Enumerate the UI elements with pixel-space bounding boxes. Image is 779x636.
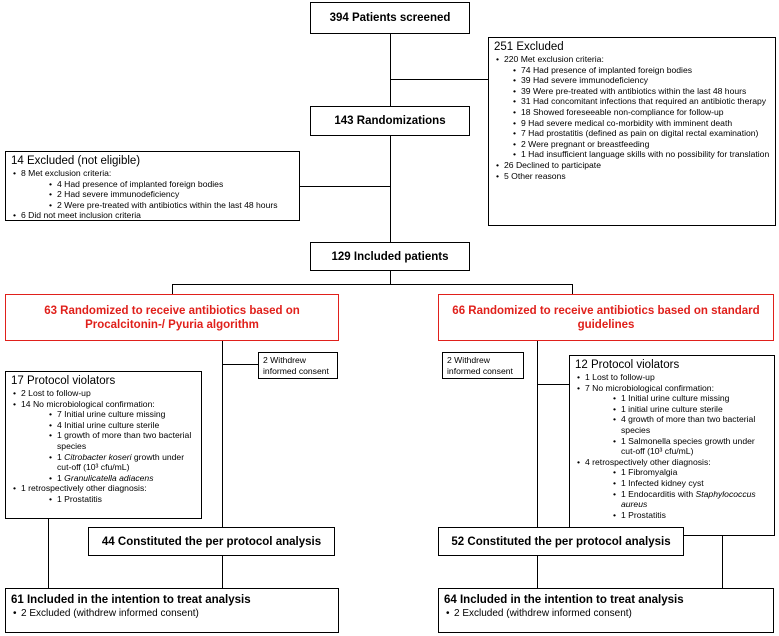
- list-item: 1 Had insufficient language skills with …: [494, 149, 770, 160]
- connector-included-split: [390, 271, 391, 284]
- list-item: 4 Initial urine culture sterile: [11, 420, 196, 431]
- excluded-right-box: 251 Excluded 220 Met exclusion criteria:…: [488, 37, 776, 226]
- connector-to-withdrew-left: [222, 364, 258, 365]
- list-item: 39 Were pre-treated with antibiotics wit…: [494, 86, 770, 97]
- list-item: 14 No microbiological confirmation:: [11, 399, 196, 410]
- connector-arm-right-pp: [537, 341, 538, 527]
- list-item: 7 Had prostatitis (defined as pain on di…: [494, 128, 770, 139]
- list-item: 1 Citrobacter koseri growth under cut-of…: [11, 452, 196, 473]
- list-item: 8 Met exclusion criteria:: [11, 168, 294, 179]
- species-name: Granulicatella adiacens: [64, 472, 154, 483]
- list-item: 39 Had severe immunodeficiency: [494, 75, 770, 86]
- connector-to-arm-left: [172, 284, 173, 294]
- connector-violators-right-itt: [722, 536, 723, 588]
- list-item: 1 Fibromyalgia: [575, 467, 769, 478]
- withdrew-left-label: 2 Withdrew informed consent: [263, 355, 329, 376]
- connector-violators-left-itt: [48, 519, 49, 588]
- list-item: 1 retrospectively other diagnosis:: [11, 483, 196, 494]
- species-name: Citrobacter koseri: [64, 451, 132, 462]
- connector-to-arm-right: [572, 284, 573, 294]
- species-prefix: 1: [57, 472, 65, 483]
- list-item: 4 retrospectively other diagnosis:: [575, 457, 769, 468]
- violators-left-box: 17 Protocol violators 2 Lost to follow-u…: [5, 371, 202, 519]
- included-box: 129 Included patients: [310, 242, 470, 271]
- violators-right-title: 12 Protocol violators: [575, 359, 680, 371]
- list-item: 2 Were pregnant or breastfeeding: [494, 139, 770, 150]
- excluded-left-box: 14 Excluded (not eligible) 8 Met exclusi…: [5, 151, 300, 221]
- list-item: 4 growth of more than two bacterial spec…: [575, 414, 769, 435]
- list-item: 220 Met exclusion criteria:: [494, 54, 770, 65]
- list-item: 7 Initial urine culture missing: [11, 409, 196, 420]
- itt-left-title: 61 Included in the intention to treat an…: [11, 594, 251, 606]
- violators-left-title: 17 Protocol violators: [11, 375, 116, 387]
- withdrew-left-box: 2 Withdrew informed consent: [258, 352, 338, 379]
- species-suffix: growth under cut-off (10³ cfu/mL): [57, 451, 185, 473]
- arm-left-box: 63 Randomized to receive antibiotics bas…: [5, 294, 339, 341]
- list-item: 1 Salmonella species growth under cut-of…: [575, 436, 769, 457]
- arm-right-label: 66 Randomized to receive antibiotics bas…: [452, 304, 760, 331]
- list-item: 74 Had presence of implanted foreign bod…: [494, 65, 770, 76]
- list-item: 1 initial urine culture sterile: [575, 404, 769, 415]
- itt-right-title: 64 Included in the intention to treat an…: [444, 594, 684, 606]
- list-item: 5 Other reasons: [494, 171, 770, 182]
- itt-right-list: 2 Excluded (withdrew informed consent): [444, 607, 768, 620]
- itt-left-box: 61 Included in the intention to treat an…: [5, 588, 339, 633]
- included-label: 129 Included patients: [331, 250, 449, 263]
- itt-left-list: 2 Excluded (withdrew informed consent): [11, 607, 333, 620]
- arm-left-label: 63 Randomized to receive antibiotics bas…: [44, 304, 300, 331]
- list-item: 2 Excluded (withdrew informed consent): [11, 607, 333, 620]
- connector-pp-left-itt: [222, 556, 223, 588]
- connector-randomizations-included: [390, 136, 391, 242]
- excluded-left-list: 8 Met exclusion criteria: 4 Had presence…: [11, 168, 294, 221]
- connector-arm-left-pp: [222, 341, 223, 527]
- list-item: 1 Prostatitis: [575, 510, 769, 521]
- violators-right-box: 12 Protocol violators 1 Lost to follow-u…: [569, 355, 775, 536]
- randomizations-box: 143 Randomizations: [310, 106, 470, 136]
- screened-box: 394 Patients screened: [310, 2, 470, 34]
- list-item: 4 Had presence of implanted foreign bodi…: [11, 179, 294, 190]
- excluded-left-title: 14 Excluded (not eligible): [11, 155, 141, 167]
- connector-to-excluded-left: [300, 186, 390, 187]
- list-item: 2 Lost to follow-up: [11, 388, 196, 399]
- randomizations-label: 143 Randomizations: [334, 115, 446, 127]
- list-item: 18 Showed foreseeable non-compliance for…: [494, 107, 770, 118]
- excluded-right-title: 251 Excluded: [494, 41, 564, 53]
- list-item: 1 Initial urine culture missing: [575, 393, 769, 404]
- arm-right-box: 66 Randomized to receive antibiotics bas…: [438, 294, 774, 341]
- pp-left-box: 44 Constituted the per protocol analysis: [88, 527, 335, 556]
- connector-screened-randomizations: [390, 34, 391, 106]
- connector-pp-right-itt: [537, 556, 538, 588]
- connector-to-excluded-right: [390, 79, 488, 80]
- violators-left-list: 2 Lost to follow-up 14 No microbiologica…: [11, 388, 196, 505]
- itt-right-box: 64 Included in the intention to treat an…: [438, 588, 774, 633]
- list-item: 26 Declined to participate: [494, 160, 770, 171]
- pp-right-label: 52 Constituted the per protocol analysis: [451, 535, 671, 548]
- pp-left-label: 44 Constituted the per protocol analysis: [101, 535, 322, 548]
- withdrew-right-label: 2 Withdrew informed consent: [447, 355, 513, 376]
- list-item: 7 No microbiological confirmation:: [575, 383, 769, 394]
- pp-right-box: 52 Constituted the per protocol analysis: [438, 527, 684, 556]
- list-item: 2 Were pre-treated with antibiotics with…: [11, 200, 294, 211]
- connector-split-horizontal: [172, 284, 572, 285]
- screened-label: 394 Patients screened: [329, 12, 451, 24]
- list-item: 1 Granulicatella adiacens: [11, 473, 196, 484]
- excluded-right-list: 220 Met exclusion criteria: 74 Had prese…: [494, 54, 770, 181]
- list-item: 31 Had concomitant infections that requi…: [494, 96, 770, 107]
- species-prefix: 1: [57, 451, 65, 462]
- connector-to-violators-right: [537, 384, 569, 385]
- list-item: 1 Prostatitis: [11, 494, 196, 505]
- list-item: 9 Had severe medical co-morbidity with i…: [494, 118, 770, 129]
- species-name: Staphylococcus aureus: [621, 488, 756, 510]
- species-prefix: 1 Endocarditis with: [621, 488, 696, 499]
- list-item: 6 Did not meet inclusion criteria: [11, 210, 294, 221]
- list-item: 1 Infected kidney cyst: [575, 478, 769, 489]
- list-item: 2 Excluded (withdrew informed consent): [444, 607, 768, 620]
- list-item: 1 Endocarditis with Staphylococcus aureu…: [575, 489, 769, 510]
- list-item: 2 Had severe immunodeficiency: [11, 189, 294, 200]
- list-item: 1 Lost to follow-up: [575, 372, 769, 383]
- violators-right-list: 1 Lost to follow-up 7 No microbiological…: [575, 372, 769, 520]
- list-item: 1 growth of more than two bacterial spec…: [11, 430, 196, 451]
- withdrew-right-box: 2 Withdrew informed consent: [442, 352, 524, 379]
